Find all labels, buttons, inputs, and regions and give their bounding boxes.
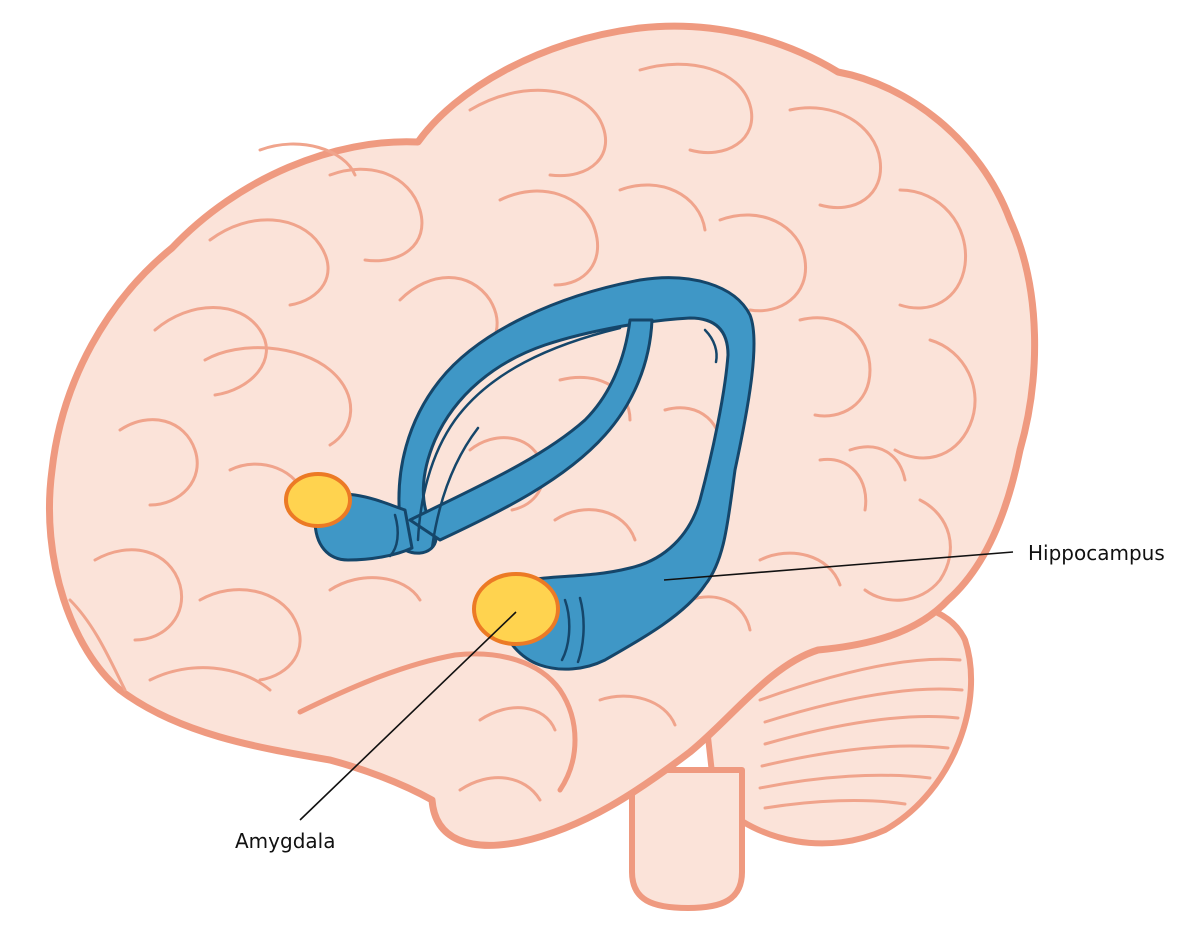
amygdala-label: Amygdala (235, 829, 335, 853)
hippocampus-label: Hippocampus (1028, 541, 1165, 565)
hippocampus-leader-line (663, 551, 1014, 581)
brain-folds (68, 62, 977, 802)
amygdala-node-left (284, 472, 352, 528)
amygdala-nodes (284, 472, 560, 646)
amygdala-leader-line (299, 611, 517, 821)
brain-stem (629, 767, 745, 911)
amygdala-node-right (472, 572, 560, 646)
temporal-lobe-fold (297, 651, 578, 793)
